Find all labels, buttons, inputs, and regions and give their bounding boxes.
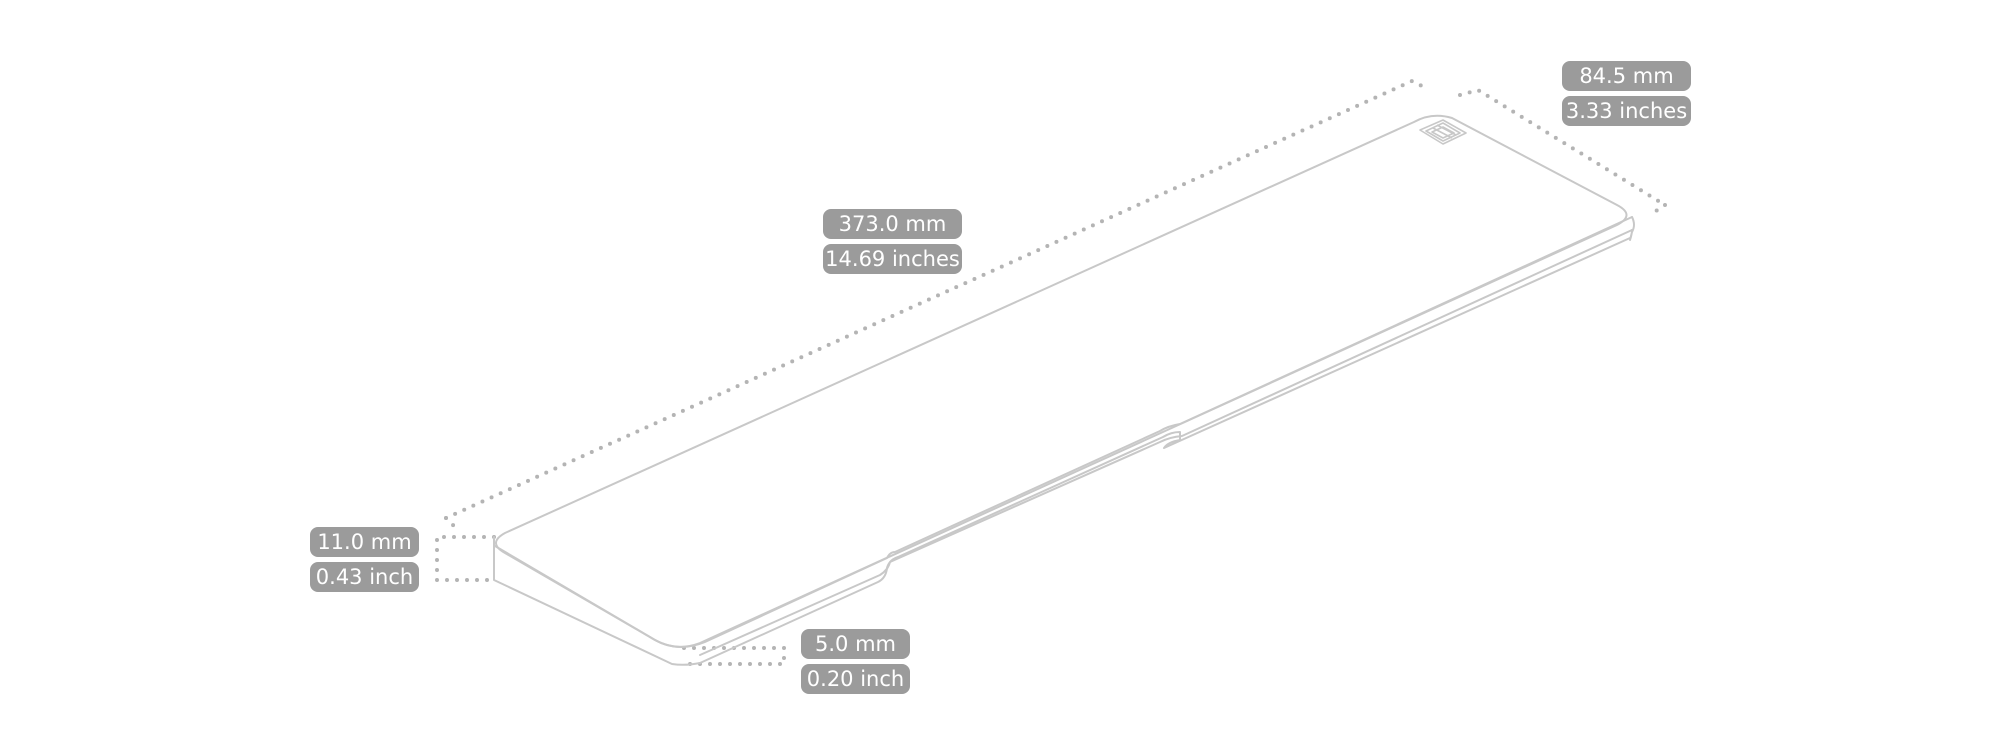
edge-mm-label: 5.0 mm (801, 629, 910, 659)
width-inches-label: 3.33 inches (1562, 96, 1691, 126)
top-bevel-edge (494, 216, 1633, 648)
edge-dimension-line (682, 646, 786, 666)
width-dimension-line (1458, 87, 1667, 207)
edge-inches-label: 0.20 inch (801, 664, 910, 694)
right-end-thickness (1629, 216, 1635, 241)
length-dimension-line (444, 78, 1424, 520)
left-front-corner (493, 536, 701, 666)
length-mm-label: 373.0 mm (823, 209, 962, 239)
width-mm-label: 84.5 mm (1562, 61, 1691, 91)
brand-logo-icon (1419, 119, 1467, 145)
height-inches-label: 0.43 inch (310, 562, 419, 592)
length-inches-label: 14.69 inches (823, 244, 962, 274)
width-end-tick (1648, 203, 1667, 217)
dimension-guides (435, 78, 1667, 666)
height-mm-label: 11.0 mm (310, 527, 419, 557)
base-edge (699, 237, 1631, 664)
height-dimension-line (435, 535, 496, 582)
wrist-rest-outline (493, 114, 1635, 666)
top-face (495, 114, 1628, 648)
base-edge-outer (699, 229, 1633, 656)
length-left-tick (444, 516, 462, 534)
